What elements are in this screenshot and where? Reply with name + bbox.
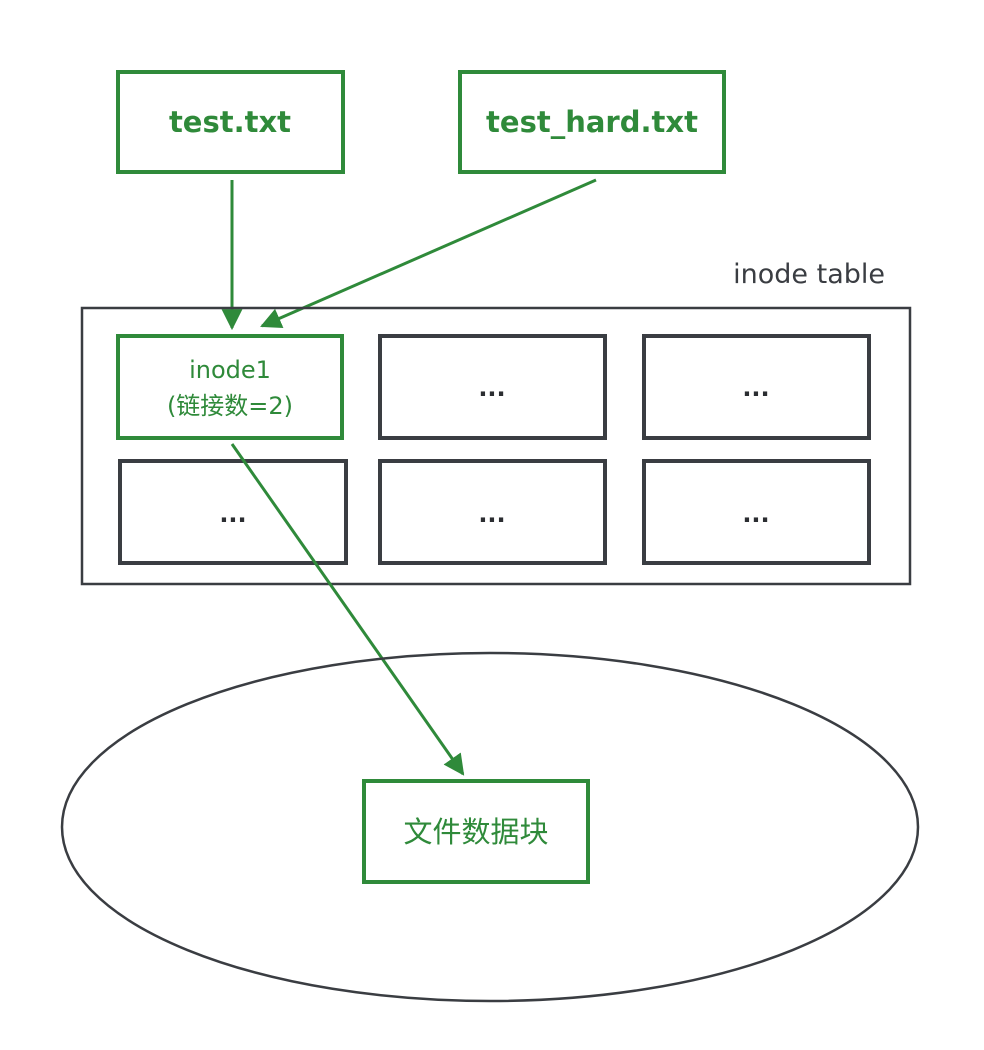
- inode-cell-box: [642, 459, 871, 565]
- inode-cell-placeholder[interactable]: ...: [118, 459, 348, 565]
- file-box-test-txt: [116, 70, 345, 174]
- data-block-label: 文件数据块: [403, 815, 548, 849]
- inode-cell-box: [378, 334, 607, 440]
- inode-cell-ellipsis: ...: [219, 500, 246, 528]
- inode1-name: inode1: [189, 356, 271, 384]
- inode-cell-inode1[interactable]: inode1 (链接数=2): [116, 334, 344, 440]
- inode-cell-ellipsis: ...: [478, 500, 505, 528]
- data-block-node[interactable]: 文件数据块: [362, 779, 590, 884]
- file-label-test-txt: test.txt: [169, 105, 291, 139]
- inode-table-container: [80, 306, 912, 586]
- file-label-test-hard-txt: test_hard.txt: [486, 105, 698, 139]
- file-node-test-txt[interactable]: test.txt: [116, 70, 345, 174]
- inode-cell-ellipsis: ...: [478, 374, 505, 402]
- inode-cell-ellipsis: ...: [742, 374, 769, 402]
- inode-cell-box: [118, 459, 348, 565]
- disk-ellipse: [60, 651, 920, 1003]
- inode-cell-placeholder[interactable]: ...: [642, 459, 871, 565]
- inode-cell-placeholder[interactable]: ...: [378, 334, 607, 440]
- file-node-test-hard-txt[interactable]: test_hard.txt: [458, 70, 726, 174]
- file-box-test-hard-txt: [458, 70, 726, 174]
- inode-cell-box: [642, 334, 871, 440]
- inode-cell-ellipsis: ...: [742, 500, 769, 528]
- data-block-box: [362, 779, 590, 884]
- inode-table-label: inode table: [733, 259, 885, 290]
- arrow-inode1-to-data-block: [230, 443, 465, 776]
- inode-cell-placeholder[interactable]: ...: [642, 334, 871, 440]
- inode-cell-placeholder[interactable]: ...: [378, 459, 607, 565]
- inode-cell-box: [378, 459, 607, 565]
- arrow-test-hard-txt-to-inode1: [260, 178, 597, 329]
- inode1-box: [116, 334, 344, 440]
- inode1-link-count: (链接数=2): [167, 392, 293, 420]
